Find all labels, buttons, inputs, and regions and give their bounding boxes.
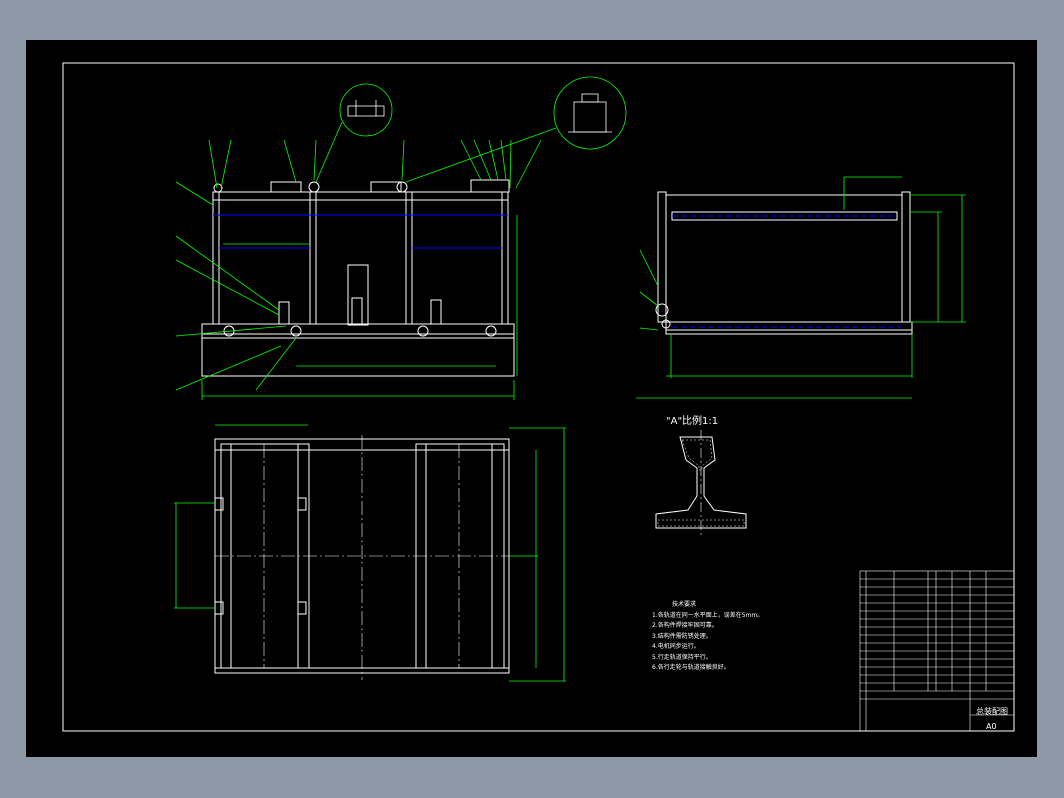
inner-border [62,62,1015,732]
technical-requirements-heading: 技术要求 [672,601,697,608]
title-block-sheet-size: A0 [986,722,997,731]
technical-requirement-item: 5.行走轨道保持平行。 [652,653,712,661]
detail-circle-contents [347,93,612,133]
rail-profile [655,430,747,536]
cad-drawing-sheet: "A"比例1:1 总装配图 A0 技术要求 [26,40,1037,757]
front-dimensions [175,76,627,400]
technical-requirement-item: 4.电机同步运行。 [652,643,700,650]
technical-requirement-item: 3.结构件需防锈处理。 [652,632,712,640]
technical-requirement-item: 1.各轨道在同一水平面上，误差在5mm。 [652,611,764,619]
technical-requirements: 技术要求 1.各轨道在同一水平面上，误差在5mm。 2.各构件焊接牢固可靠。 3… [652,600,842,674]
front-view [201,179,515,377]
plan-dimensions [174,424,566,682]
title-block-drawing-name: 总装配图 [976,706,1008,716]
drawing-svg: "A"比例1:1 总装配图 A0 [62,62,1015,732]
detail-view-title: "A"比例1:1 [666,414,718,427]
bom-table [859,570,1015,732]
side-hidden [672,215,902,328]
technical-requirement-item: 6.各行走轮与轨道接触良好。 [652,664,730,671]
side-view [655,191,913,335]
plan-center-lines [215,435,509,680]
technical-requirement-item: 2.各构件焊接牢固可靠。 [652,622,718,629]
side-dimensions [636,176,966,399]
